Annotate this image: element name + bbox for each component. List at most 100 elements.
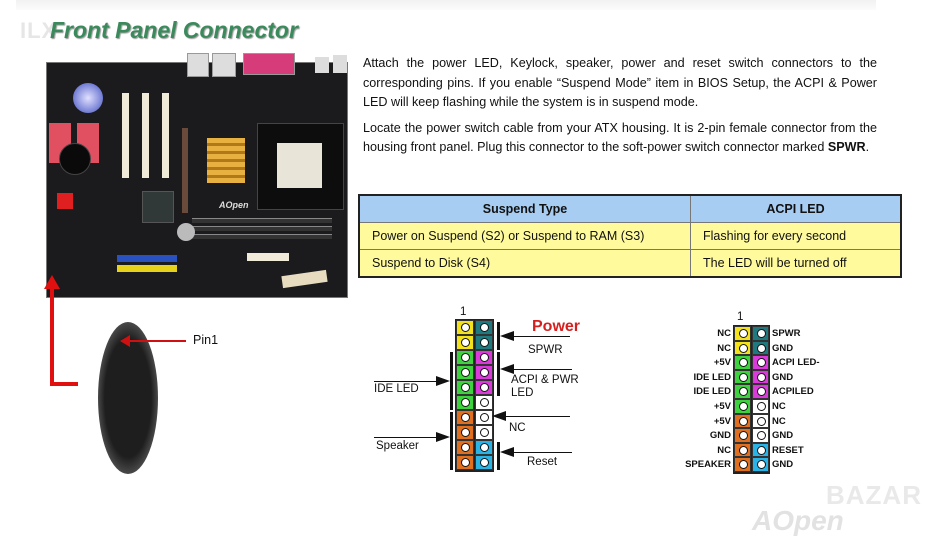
header-pin [752,399,769,414]
header-pin [734,399,751,414]
pin-hole-icon [461,323,470,332]
header-pin [734,428,751,443]
ide-connector-blue [117,255,177,262]
paragraph-2-end: . [865,140,870,155]
cpu-socket [277,143,322,188]
pin-hole-icon [461,368,470,377]
watermark-ilx: ILX [20,18,58,43]
paragraph-2: Locate the power switch cable from your … [363,119,877,158]
pin-hole-icon [480,398,489,407]
pointer-line [512,452,572,453]
header-pin [734,369,751,385]
paragraph-1: Attach the power LED, Keylock, speaker, … [363,56,877,110]
pin-hole-icon [757,431,766,441]
header-pin [475,350,493,365]
header-pin [456,335,474,350]
bracket-bar [497,352,500,396]
spwr-bold: SPWR [827,140,866,155]
header-pin [475,425,493,440]
pin-hole-icon [480,353,489,362]
pin-hole-icon [480,383,489,392]
label-sticker [281,269,328,289]
ide-connector-yellow [117,265,177,272]
pointer-line [374,381,436,382]
pin-label-left: NC [717,328,731,339]
header-suspend-type: Suspend Type [358,194,691,223]
pin-hole-icon [757,329,766,338]
board-brand: AOpen [219,200,249,210]
io-port [187,53,209,77]
header-pin [752,326,769,341]
pin-label-left: GND [709,430,731,442]
pin-hole-icon [739,402,748,411]
arrow-right-icon [436,376,450,386]
pin-label-right: RESET [772,444,804,456]
header-pin [734,384,751,399]
io-port [315,57,329,73]
pin-hole-icon [480,338,489,347]
pin-hole-icon [757,416,766,426]
page-title: Front Panel Connector [50,17,298,43]
pin1-arrow-head-icon [120,335,130,347]
label-ide-led: IDE LED [374,383,419,395]
label-reset: Reset [527,456,558,468]
arrow-right-icon [436,432,450,442]
cmos-battery [177,223,195,241]
power-label: Power [532,318,581,335]
label-nc: NC [509,422,526,434]
pin-label-left: NC [717,444,731,456]
label-speaker: Speaker [376,440,419,452]
header-pin [734,355,751,370]
pointer-line [512,369,572,370]
pin1-label: Pin1 [193,333,219,347]
atx-power-connector [247,253,289,261]
pin1-marker: 1 [460,306,467,318]
arrow-left-icon [500,447,514,457]
pin-label-left: +5V [713,357,731,369]
pin-hole-icon [739,387,748,397]
label-led: LED [511,387,534,399]
pci-slot [162,93,169,178]
pin-hole-icon [480,368,489,377]
dimm-slot [192,234,332,239]
pin-hole-icon [461,338,470,347]
chipset [142,191,174,223]
pin-hole-icon [461,383,470,392]
pin-label-left: IDE LED [693,371,731,383]
header-pin [734,442,751,458]
bracket-bar [497,442,500,470]
arrow-left-icon [500,331,514,341]
pointer-line [512,336,570,337]
blue-led-tube [73,83,103,113]
header-pin [734,340,751,356]
pin-hole-icon [757,358,766,368]
header-pin [734,457,751,472]
pin-hole-icon [739,358,748,368]
pin-hole-icon [757,445,766,455]
pin-hole-icon [461,443,470,452]
header-pin [752,340,769,356]
pin-label-left: SPEAKER [685,459,731,471]
header-diagram-left [455,319,494,472]
motherboard-photo: AOpen [46,53,348,298]
header-pin [456,395,474,410]
pin-label-right: ACPILED [772,386,814,398]
header-pin [752,428,769,443]
io-port [212,53,236,77]
header-pin [475,335,493,350]
pin-hole-icon [480,413,489,422]
pin-label-right: GND [772,342,794,354]
red-arrow-line [50,285,54,385]
header-pin [456,455,474,470]
header-pin [752,442,769,458]
pointer-line [500,416,570,417]
panel-header-closeup [98,322,158,474]
pin-hole-icon [739,343,748,353]
parallel-port [243,53,295,75]
arrow-left-icon [492,411,506,421]
red-arrow-head-icon [44,275,60,289]
description: Attach the power LED, Keylock, speaker, … [363,54,877,164]
pin-hole-icon [480,323,489,332]
pin-hole-icon [757,402,766,411]
paragraph-2-text: Locate the power switch cable from your … [363,120,877,155]
